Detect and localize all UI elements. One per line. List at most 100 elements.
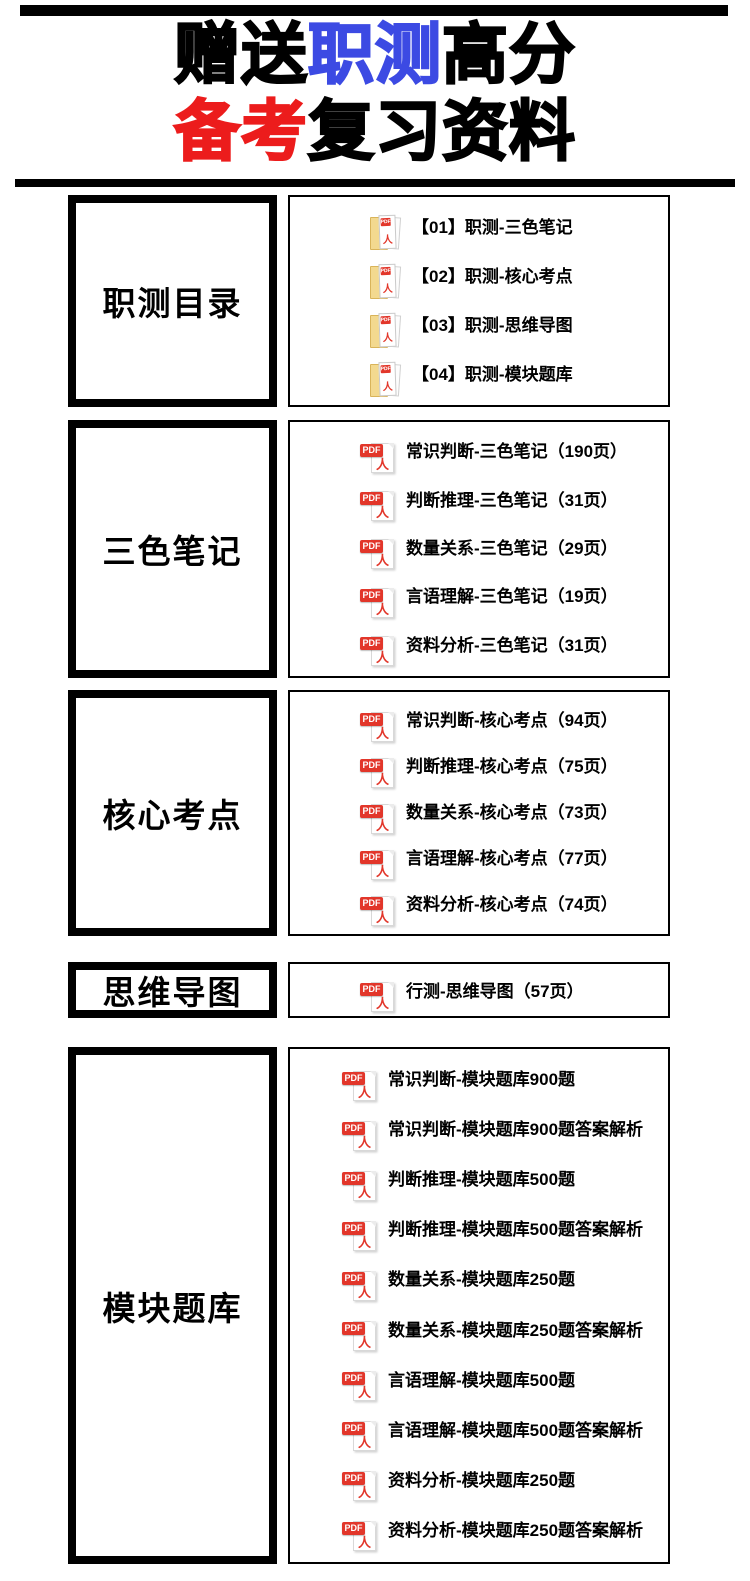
file-item[interactable]: 人 PDF 资料分析-三色笔记（31页）	[360, 624, 660, 667]
pdf-badge-mini: PDF	[380, 266, 391, 275]
pdf-person-glyph: 人	[357, 1284, 371, 1300]
file-item[interactable]: PDF 人 【01】职测-三色笔记	[370, 206, 660, 250]
pdf-person-glyph: 人	[375, 601, 389, 617]
pdf-badge: PDF	[360, 804, 383, 818]
pdf-person-glyph: 人	[375, 771, 389, 787]
pdf-folded-corner	[370, 1070, 376, 1077]
file-item[interactable]: 人 PDF 行测-思维导图（57页）	[360, 970, 660, 1013]
file-item[interactable]: 人 PDF 数量关系-核心考点（73页）	[360, 792, 660, 835]
pdf-file-icon: 人 PDF	[360, 847, 394, 881]
file-item[interactable]: PDF 人 【02】职测-核心考点	[370, 255, 660, 299]
file-item[interactable]: 人 PDF 言语理解-三色笔记（19页）	[360, 576, 660, 619]
pdf-file-icon: 人 PDF	[342, 1168, 376, 1202]
pdf-file-icon: 人 PDF	[342, 1518, 376, 1552]
pdf-folded-corner	[370, 1120, 376, 1127]
file-item[interactable]: 人 PDF 判断推理-核心考点（75页）	[360, 746, 660, 789]
folder-sheet-front: PDF 人	[378, 263, 397, 298]
file-item-label: 判断推理-三色笔记（31页）	[406, 490, 618, 510]
pdf-badge: PDF	[360, 983, 383, 996]
file-item[interactable]: 人 PDF 数量关系-模块题库250题答案解析	[342, 1309, 660, 1352]
pdf-file-icon: 人 PDF	[342, 1368, 376, 1402]
file-item[interactable]: 人 PDF 常识判断-模块题库900题	[342, 1059, 660, 1102]
pdf-person-glyph: 人	[382, 381, 393, 393]
pdf-badge-mini: PDF	[380, 364, 391, 373]
file-item[interactable]: 人 PDF 资料分析-核心考点（74页）	[360, 884, 660, 927]
header-divider	[15, 179, 735, 187]
folder-pdf-icon: PDF 人	[370, 214, 402, 250]
pdf-file-icon: 人 PDF	[360, 801, 394, 835]
section-label-box: 模块题库	[68, 1047, 277, 1564]
folder-pdf-icon: PDF 人	[370, 361, 402, 397]
pdf-folded-corner	[388, 895, 394, 902]
pdf-badge-mini: PDF	[380, 315, 391, 324]
top-bar	[20, 5, 728, 16]
title-segment: 赠送	[173, 16, 308, 92]
page-title-line1: 赠送职测高分	[0, 16, 750, 92]
pdf-person-glyph: 人	[375, 996, 389, 1011]
section-4: 思维导图 人 PDF 行测-思维导图（57页）	[68, 962, 670, 1018]
pdf-badge-mini: PDF	[380, 217, 391, 226]
file-item-label: 判断推理-模块题库500题答案解析	[388, 1220, 644, 1240]
pdf-badge: PDF	[342, 1472, 365, 1486]
file-item[interactable]: 人 PDF 常识判断-模块题库900题答案解析	[342, 1109, 660, 1152]
section-items-box: 人 PDF 常识判断-模块题库900题 人 PDF 常识判断-模块题库900题答…	[288, 1047, 670, 1564]
section-label-box: 核心考点	[68, 690, 277, 936]
pdf-badge: PDF	[342, 1422, 365, 1436]
file-item[interactable]: 人 PDF 言语理解-模块题库500题答案解析	[342, 1409, 660, 1452]
file-item-label: 资料分析-模块题库250题答案解析	[388, 1520, 644, 1540]
pdf-folded-corner	[370, 1321, 376, 1328]
pdf-person-glyph: 人	[375, 456, 389, 472]
pdf-file-icon: 人 PDF	[342, 1318, 376, 1352]
file-item[interactable]: 人 PDF 常识判断-核心考点（94页）	[360, 700, 660, 743]
file-item[interactable]: 人 PDF 言语理解-模块题库500题	[342, 1359, 660, 1402]
file-item[interactable]: 人 PDF 判断推理-模块题库500题	[342, 1159, 660, 1202]
pdf-page-sheet: 人	[371, 442, 394, 473]
pdf-badge: PDF	[360, 637, 383, 651]
pdf-file-icon: 人 PDF	[342, 1268, 376, 1302]
file-item-label: 数量关系-核心考点（73页）	[406, 803, 618, 822]
pdf-badge: PDF	[360, 850, 383, 864]
file-item[interactable]: PDF 人 【04】职测-模块题库	[370, 353, 660, 397]
file-item[interactable]: 人 PDF 资料分析-模块题库250题答案解析	[342, 1509, 660, 1552]
file-item[interactable]: 人 PDF 数量关系-模块题库250题	[342, 1259, 660, 1302]
pdf-badge: PDF	[342, 1372, 365, 1386]
section-items-box: 人 PDF 行测-思维导图（57页）	[288, 962, 670, 1018]
file-item[interactable]: 人 PDF 常识判断-三色笔记（190页）	[360, 431, 660, 474]
title-segment: 备考	[173, 93, 308, 169]
pdf-file-icon: 人 PDF	[342, 1118, 376, 1152]
pdf-person-glyph: 人	[357, 1435, 371, 1451]
pdf-person-glyph: 人	[357, 1485, 371, 1501]
folder-sheet-front: PDF 人	[378, 214, 397, 249]
section-items-box: PDF 人 【01】职测-三色笔记 PDF 人 【02】职测-核心考点 PDF …	[288, 195, 670, 407]
pdf-folded-corner	[388, 711, 394, 718]
section-label: 职测目录	[102, 287, 243, 323]
pdf-badge: PDF	[342, 1221, 365, 1235]
file-item-label: 言语理解-核心考点（77页）	[406, 849, 618, 868]
pdf-folded-corner	[388, 636, 394, 643]
folder-pdf-icon: PDF 人	[370, 263, 402, 299]
pdf-folded-corner	[388, 757, 394, 764]
file-item[interactable]: 人 PDF 判断推理-模块题库500题答案解析	[342, 1209, 660, 1252]
pdf-folded-corner	[388, 587, 394, 594]
pdf-file-icon: 人 PDF	[342, 1218, 376, 1252]
file-item-label: 【02】职测-核心考点	[412, 266, 573, 286]
folder-pdf-icon: PDF 人	[370, 312, 402, 348]
pdf-person-glyph: 人	[382, 283, 393, 295]
pdf-person-glyph: 人	[357, 1385, 371, 1401]
pdf-page-sheet: 人	[353, 1120, 376, 1151]
section-5: 模块题库 人 PDF 常识判断-模块题库900题 人 PDF 常识判断-模块题库…	[68, 1047, 670, 1564]
file-item-label: 【01】职测-三色笔记	[412, 217, 573, 237]
file-item[interactable]: PDF 人 【03】职测-思维导图	[370, 304, 660, 348]
file-item-label: 资料分析-三色笔记（31页）	[406, 635, 618, 655]
file-item-label: 常识判断-三色笔记（190页）	[406, 442, 628, 462]
file-item-label: 行测-思维导图（57页）	[406, 981, 584, 1001]
section-2: 三色笔记 人 PDF 常识判断-三色笔记（190页） 人 PDF 判断推理-三色…	[68, 420, 670, 678]
pdf-person-glyph: 人	[375, 863, 389, 879]
file-item[interactable]: 人 PDF 资料分析-模块题库250题	[342, 1459, 660, 1502]
file-item[interactable]: 人 PDF 数量关系-三色笔记（29页）	[360, 527, 660, 570]
file-item-label: 常识判断-模块题库900题答案解析	[388, 1120, 644, 1140]
pdf-badge: PDF	[342, 1271, 365, 1285]
file-item[interactable]: 人 PDF 判断推理-三色笔记（31页）	[360, 479, 660, 522]
file-item[interactable]: 人 PDF 言语理解-核心考点（77页）	[360, 838, 660, 881]
pdf-file-icon: 人 PDF	[342, 1418, 376, 1452]
